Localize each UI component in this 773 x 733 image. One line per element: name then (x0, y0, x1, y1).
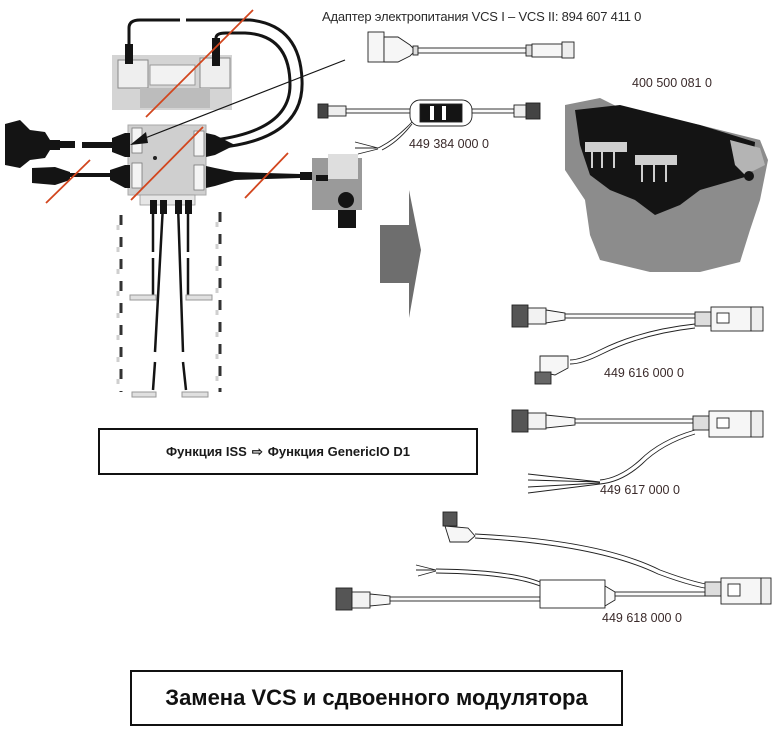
cable-449-616-drawing (511, 304, 764, 385)
adapter-cable-894-607 (367, 31, 575, 63)
old-sensor-heads (129, 294, 213, 398)
cable-449-384-drawing (317, 99, 541, 155)
old-right-connectors (206, 133, 320, 188)
strike-line-vcs (130, 126, 204, 201)
strike-line-valve-cable (244, 152, 289, 199)
part-number-449-384: 449 384 000 0 (409, 137, 489, 151)
old-wheel-outlines-light (116, 212, 219, 392)
old-wheel-outlines (119, 212, 222, 392)
old-sensor-cables (151, 204, 190, 391)
old-trailer-valve (312, 154, 362, 228)
diagram-title: Замена VCS и сдвоенного модулятора (165, 685, 588, 710)
double-arrow-icon: ⇨ (251, 443, 263, 459)
strike-lines (45, 9, 289, 204)
old-modulator-cables (127, 18, 304, 150)
function-to: Функция GenericIO D1 (267, 444, 410, 459)
strike-line-left-connector (45, 159, 91, 204)
cable-449-618-drawing (335, 511, 772, 611)
part-number-449-618: 449 618 000 0 (602, 611, 682, 625)
adapter-caption: Адаптер электропитания VCS I – VCS II: 8… (322, 9, 642, 24)
part-number-400-500: 400 500 081 0 (632, 76, 712, 90)
old-dual-modulator (112, 38, 232, 110)
adapter-pointer (130, 59, 346, 145)
part-number-449-617: 449 617 000 0 (600, 483, 680, 497)
old-left-connectors (5, 120, 130, 188)
strike-line-modulator (145, 9, 254, 118)
old-sensor-plugs (150, 200, 192, 214)
replacement-arrow-icon (380, 190, 421, 318)
new-modulator-drawing (565, 98, 768, 272)
function-change-box: Функция ISS ⇨ Функция GenericIO D1 (98, 428, 478, 475)
part-number-449-616: 449 616 000 0 (604, 366, 684, 380)
function-from: Функция ISS (166, 444, 247, 459)
cable-449-617-drawing (511, 409, 764, 494)
diagram-title-box: Замена VCS и сдвоенного модулятора (130, 670, 623, 726)
